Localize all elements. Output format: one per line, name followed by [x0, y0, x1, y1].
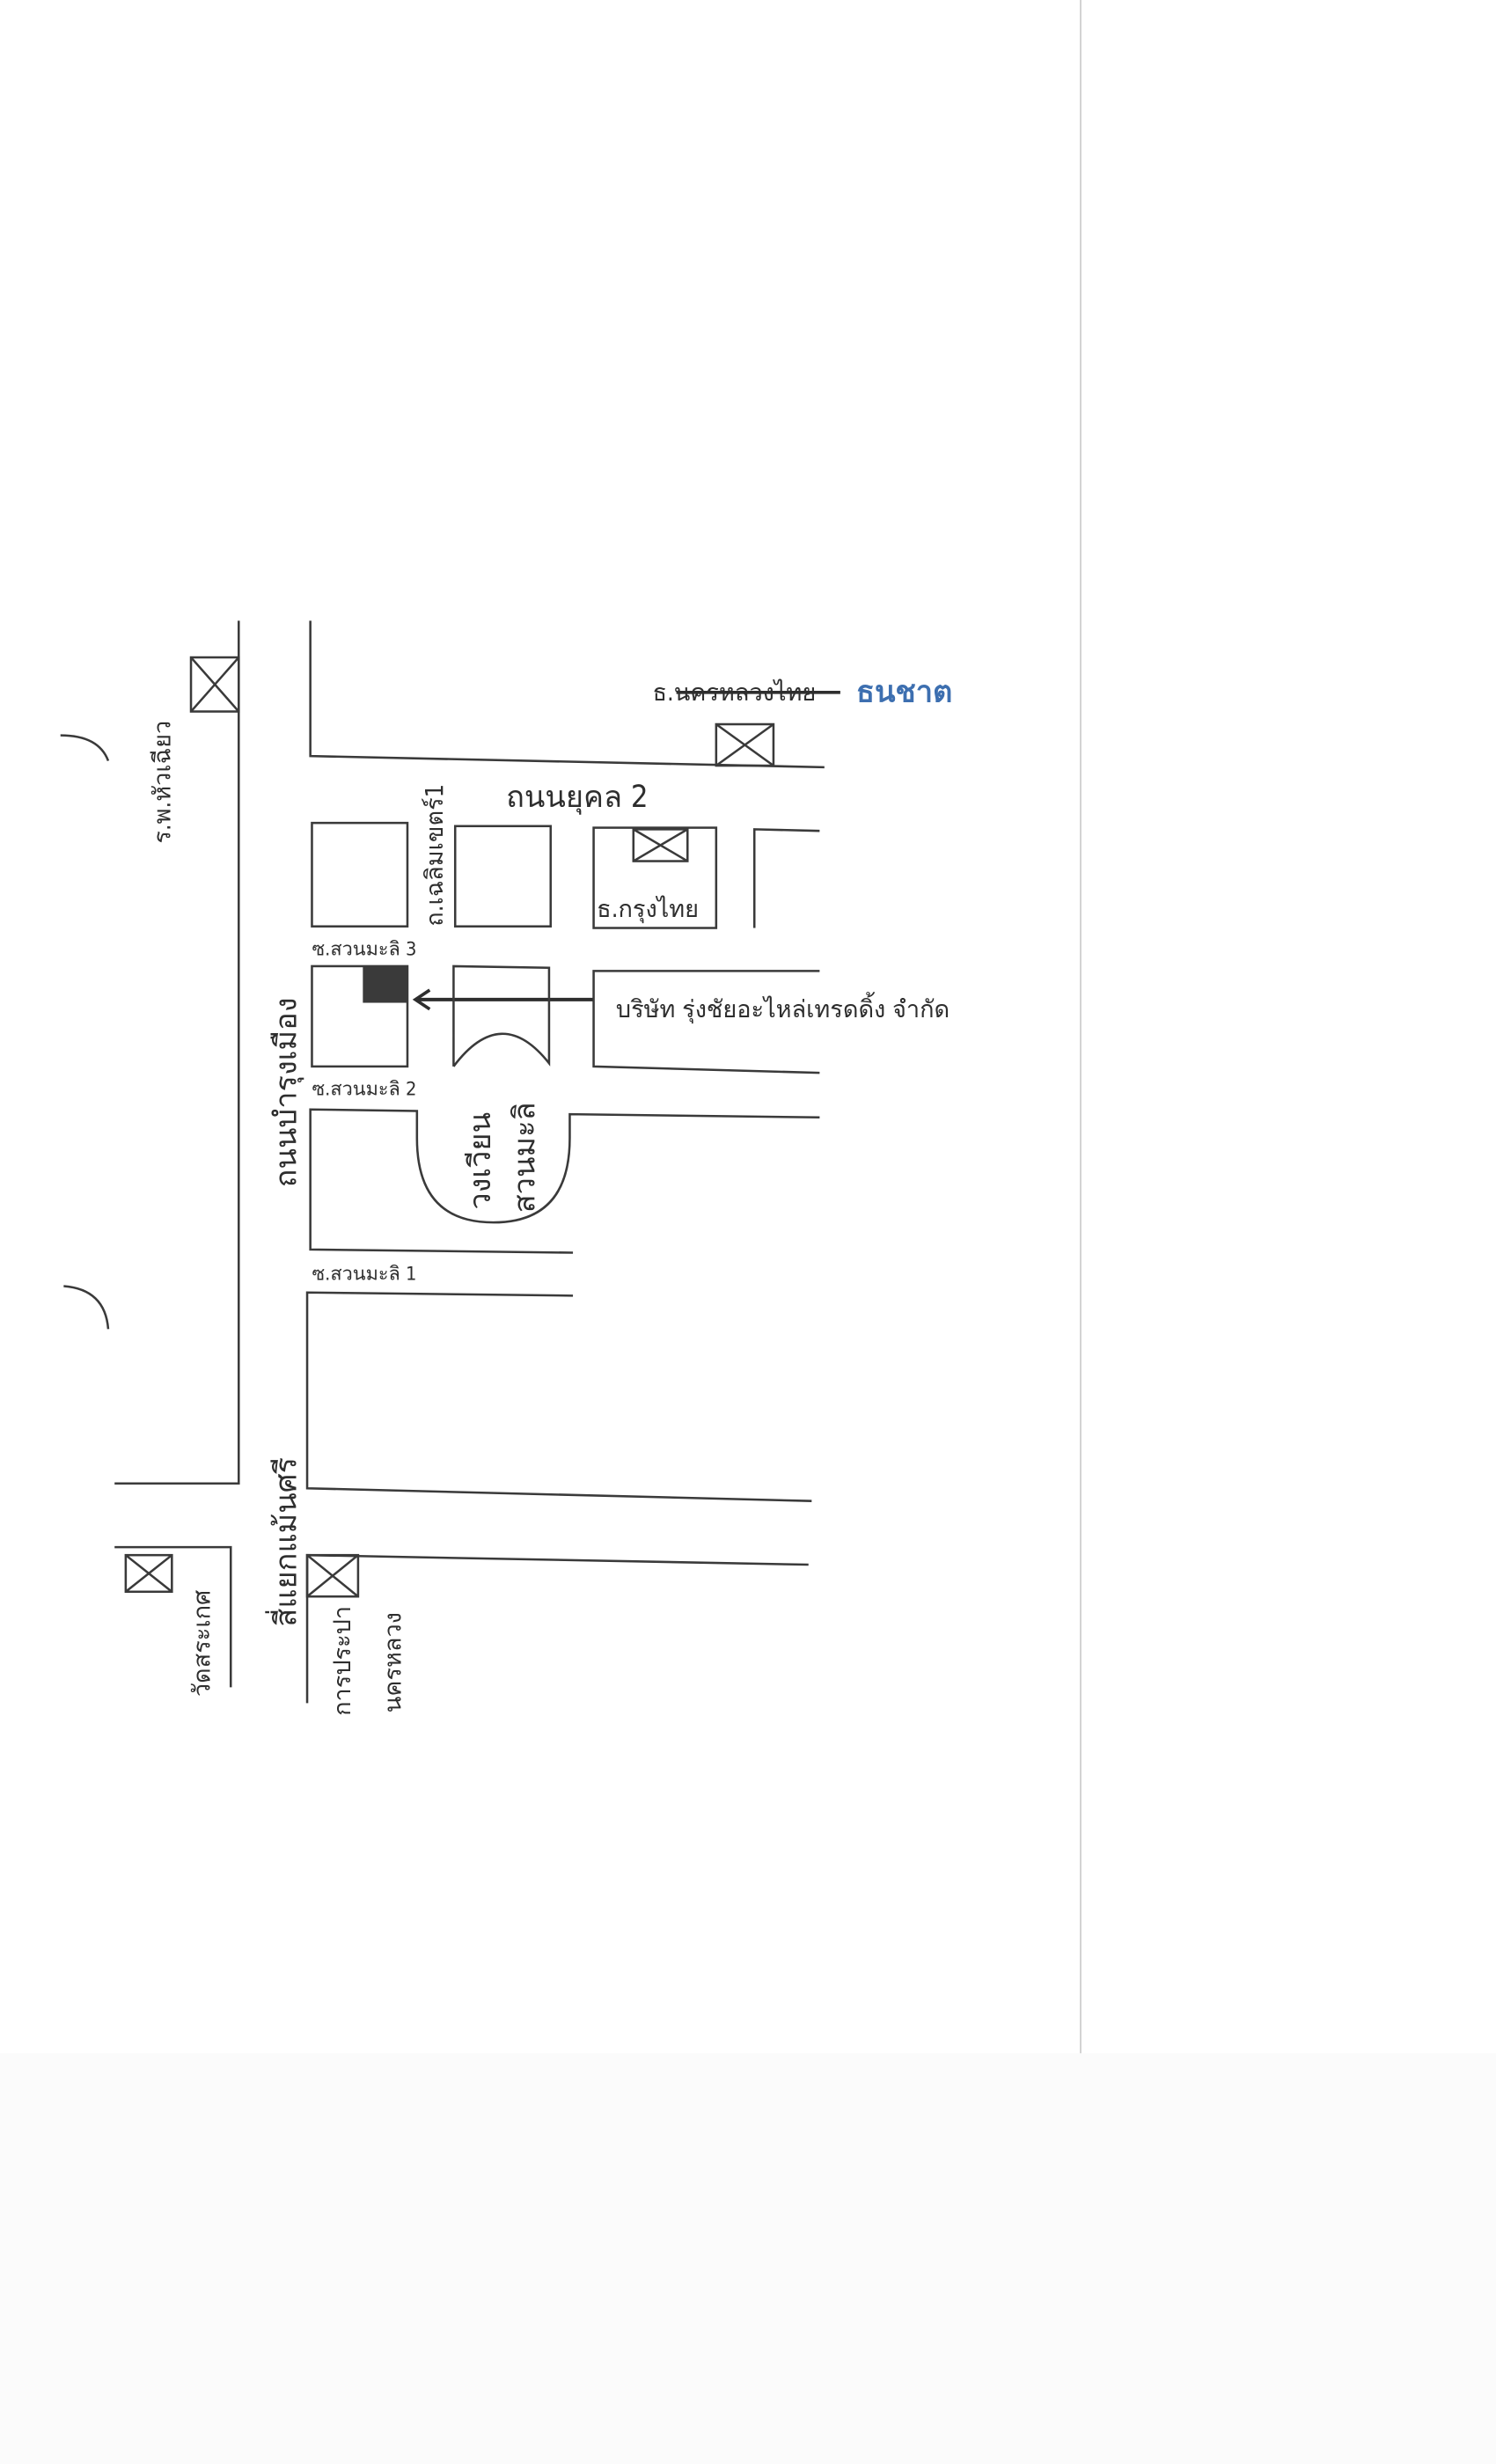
city-block — [592, 826, 718, 929]
bank-krungthai-icon — [632, 828, 689, 862]
waterworks-label-line1: การประปา — [329, 1606, 356, 1716]
arrow-head-icon — [412, 988, 431, 1011]
waterworks-landmark-icon — [305, 1553, 360, 1598]
waterworks-label-line2: นครหลวง — [380, 1612, 407, 1712]
binder-hole-mark — [63, 1285, 110, 1330]
soi2-label: ซ.สวนมะลิ 2 — [312, 1078, 416, 1100]
bank-landmark-icon — [715, 722, 775, 767]
intersection-label: สี่แยกแม้นศรี — [265, 1457, 304, 1627]
soi3-label: ซ.สวนมะลิ 3 — [312, 938, 416, 960]
hospital-label: ร.พ.หัวเฉียว — [150, 721, 177, 844]
road-yukhon-label: ถนนยุคล 2 — [506, 780, 648, 815]
temple-label: วัดสระเกศ — [189, 1590, 216, 1697]
roundabout-block — [309, 1108, 820, 1254]
city-block — [311, 964, 409, 1068]
soi1-label: ซ.สวนมะลิ 1 — [312, 1263, 416, 1285]
scan-margin — [0, 2053, 1496, 2464]
main-road-label: ถนนบำรุงเมือง — [268, 997, 304, 1187]
city-block — [592, 970, 820, 1074]
roundabout-label-line1: วงเวียน — [463, 1112, 498, 1210]
road-chaloem-label: ถ.เฉลิมเขตร์1 — [421, 784, 449, 927]
hospital-landmark-icon — [189, 656, 240, 713]
city-block — [453, 825, 553, 928]
city-block — [311, 821, 409, 928]
city-block — [752, 828, 820, 928]
roundabout-label-line2: สวนมะลิ — [508, 1102, 543, 1213]
bank-krungthai-label: ธ.กรุงไทย — [597, 895, 699, 924]
binder-hole-mark — [60, 734, 110, 762]
bank-new-handwritten-label: ธนชาต — [856, 675, 952, 710]
company-location-marker — [363, 965, 407, 1003]
city-block — [305, 1291, 812, 1502]
city-block — [452, 964, 551, 1067]
temple-landmark-icon — [124, 1553, 173, 1594]
company-label: บริษัท รุ่งชัยอะไหล่เทรดดิ้ง จำกัด — [616, 992, 950, 1024]
